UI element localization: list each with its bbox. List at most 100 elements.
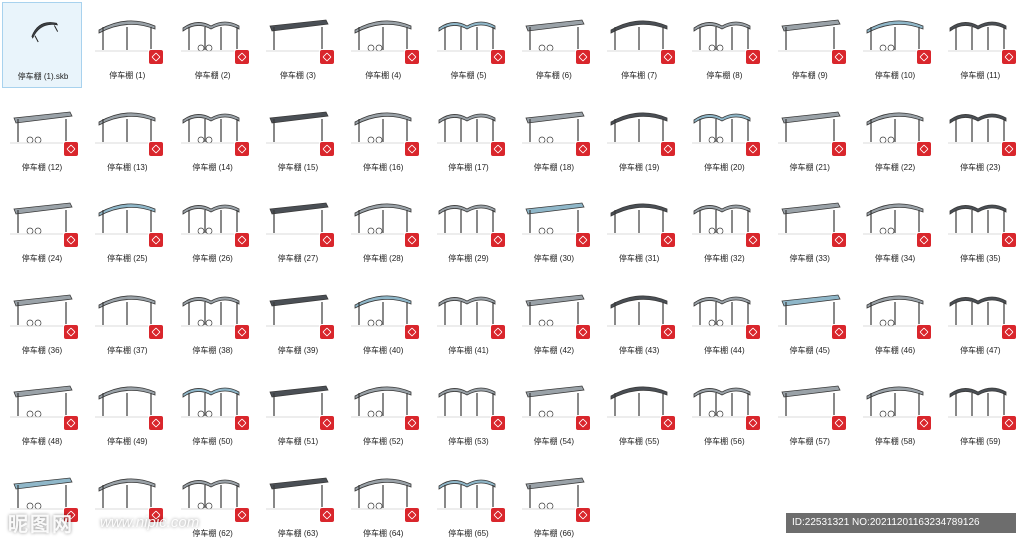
file-tile[interactable]: 停车棚 (13) [87, 94, 167, 180]
file-tile[interactable]: 停车棚 (62) [173, 460, 253, 546]
file-tile[interactable]: 停车棚 (20) [684, 94, 764, 180]
file-thumbnail [603, 10, 675, 66]
file-tile[interactable]: 停车棚 (50) [173, 368, 253, 454]
file-tile[interactable]: 停车棚 (15) [258, 94, 338, 180]
file-tile[interactable]: 停车棚 (21) [770, 94, 850, 180]
file-tile[interactable]: 停车棚 (64) [343, 460, 423, 546]
sketchup-file-icon [319, 233, 334, 247]
file-tile[interactable]: 停车棚 (11) [940, 2, 1020, 88]
file-tile[interactable]: 停车棚 (23) [940, 94, 1020, 180]
file-tile[interactable]: 停车棚 (59) [940, 368, 1020, 454]
file-tile[interactable]: 停车棚 (33) [770, 185, 850, 271]
file-tile[interactable]: 停车棚 (30) [514, 185, 594, 271]
file-tile[interactable]: 停车棚 (1) [87, 2, 167, 88]
file-tile[interactable]: 停车棚 (49) [87, 368, 167, 454]
file-tile[interactable]: 停车棚 (58) [855, 368, 935, 454]
file-tile[interactable]: 停车棚 (46) [855, 277, 935, 363]
file-tile[interactable]: 停车棚 (26) [173, 185, 253, 271]
file-tile[interactable]: 停车棚 (27) [258, 185, 338, 271]
file-name-label: 停车棚 (55) [618, 437, 660, 446]
file-tile[interactable]: 停车棚 (12) [2, 94, 82, 180]
file-thumbnail [518, 10, 590, 66]
file-tile[interactable] [87, 460, 167, 546]
file-tile[interactable]: 停车棚 (66) [514, 460, 594, 546]
sketchup-file-icon [746, 416, 761, 430]
file-tile[interactable]: 停车棚 (65) [429, 460, 509, 546]
file-tile[interactable]: 停车棚 (37) [87, 277, 167, 363]
file-tile[interactable]: 停车棚 (17) [429, 94, 509, 180]
file-tile[interactable]: 停车棚 (10) [855, 2, 935, 88]
sketchup-file-icon [149, 324, 164, 339]
file-thumbnail [433, 376, 505, 432]
file-tile[interactable]: 停车棚 (22) [855, 94, 935, 180]
file-thumbnail [688, 193, 760, 249]
file-tile[interactable]: 停车棚 (8) [684, 2, 764, 88]
file-thumbnail [347, 376, 419, 432]
file-tile[interactable]: 停车棚 (56) [684, 368, 764, 454]
file-tile[interactable]: 停车棚 (2) [173, 2, 253, 88]
file-name-label: 停车棚 (10) [874, 71, 916, 80]
sketchup-file-icon [490, 233, 505, 247]
file-name-label: 停车棚 (20) [704, 162, 745, 172]
file-tile[interactable]: 停车棚 (24) [2, 185, 82, 271]
file-name-label: 停车棚 (19) [618, 162, 660, 172]
file-tile[interactable]: 停车棚 (18) [514, 94, 594, 180]
file-tile[interactable]: 停车棚 (38) [173, 277, 253, 363]
file-tile[interactable]: 停车棚 (35) [940, 185, 1020, 271]
file-tile[interactable]: 停车棚 (19) [599, 94, 679, 180]
file-name-label: 停车棚 (24) [21, 254, 63, 263]
file-tile[interactable]: 停车棚 (4) [343, 2, 423, 88]
sketchup-file-icon [319, 324, 334, 339]
file-name-label: 停车棚 (14) [192, 162, 233, 172]
file-tile[interactable]: 停车棚 (52) [343, 368, 423, 454]
file-tile[interactable]: 停车棚 (41) [429, 277, 509, 363]
file-name-label: 停车棚 (22) [874, 162, 916, 172]
file-tile[interactable]: 停车棚 (3) [258, 2, 338, 88]
file-tile[interactable]: 停车棚 (39) [258, 277, 338, 363]
file-tile[interactable]: 停车棚 (40) [343, 277, 423, 363]
file-tile[interactable]: 停车棚 (54) [514, 368, 594, 454]
file-name-label: 停车棚 (49) [107, 437, 148, 446]
file-tile[interactable]: 停车棚 (45) [770, 277, 850, 363]
file-tile[interactable]: 停车棚 (32) [684, 185, 764, 271]
file-tile[interactable]: 停车棚 (47) [940, 277, 1020, 363]
file-tile[interactable]: 停车棚 (14) [173, 94, 253, 180]
file-tile-skb[interactable]: 停车棚 (1).skb [2, 2, 82, 88]
file-thumbnail [347, 10, 419, 66]
file-tile[interactable]: 停车棚 (34) [855, 185, 935, 271]
file-tile[interactable]: 停车棚 (7) [599, 2, 679, 88]
file-name-label: 停车棚 (63) [277, 528, 319, 538]
file-tile[interactable]: 停车棚 (6) [514, 2, 594, 88]
file-tile[interactable]: 停车棚 (43) [599, 277, 679, 363]
file-tile[interactable]: 停车棚 (36) [2, 277, 82, 363]
file-tile[interactable]: 停车棚 (42) [514, 277, 594, 363]
sketchup-file-icon [831, 233, 846, 247]
file-tile[interactable]: 停车棚 (44) [684, 277, 764, 363]
file-tile[interactable] [2, 460, 82, 546]
sketchup-file-icon [661, 50, 676, 64]
file-tile[interactable]: 停车棚 (9) [770, 2, 850, 88]
sketchup-file-icon [746, 141, 761, 156]
file-tile[interactable]: 停车棚 (55) [599, 368, 679, 454]
file-name-label: 停车棚 (29) [448, 254, 489, 263]
file-tile[interactable]: 停车棚 (16) [343, 94, 423, 180]
file-name-label: 停车棚 (5) [450, 71, 487, 80]
file-tile[interactable]: 停车棚 (25) [87, 185, 167, 271]
file-tile[interactable]: 停车棚 (48) [2, 368, 82, 454]
sketchup-file-icon [661, 141, 676, 156]
file-tile[interactable]: 停车棚 (31) [599, 185, 679, 271]
file-tile[interactable]: 停车棚 (5) [429, 2, 509, 88]
file-tile[interactable]: 停车棚 (51) [258, 368, 338, 454]
file-name-label: 停车棚 (42) [533, 345, 575, 355]
sketchup-file-icon [917, 416, 931, 430]
file-tile[interactable]: 停车棚 (28) [343, 185, 423, 271]
file-tile[interactable]: 停车棚 (53) [429, 368, 509, 454]
file-name-label: 停车棚 (35) [960, 254, 1001, 263]
file-tile[interactable]: 停车棚 (57) [770, 368, 850, 454]
sketchup-file-icon [64, 233, 78, 247]
file-tile[interactable]: 停车棚 (29) [429, 185, 509, 271]
sketchup-file-icon [405, 233, 420, 247]
sketchup-file-icon [831, 324, 846, 339]
file-tile[interactable]: 停车棚 (63) [258, 460, 338, 546]
